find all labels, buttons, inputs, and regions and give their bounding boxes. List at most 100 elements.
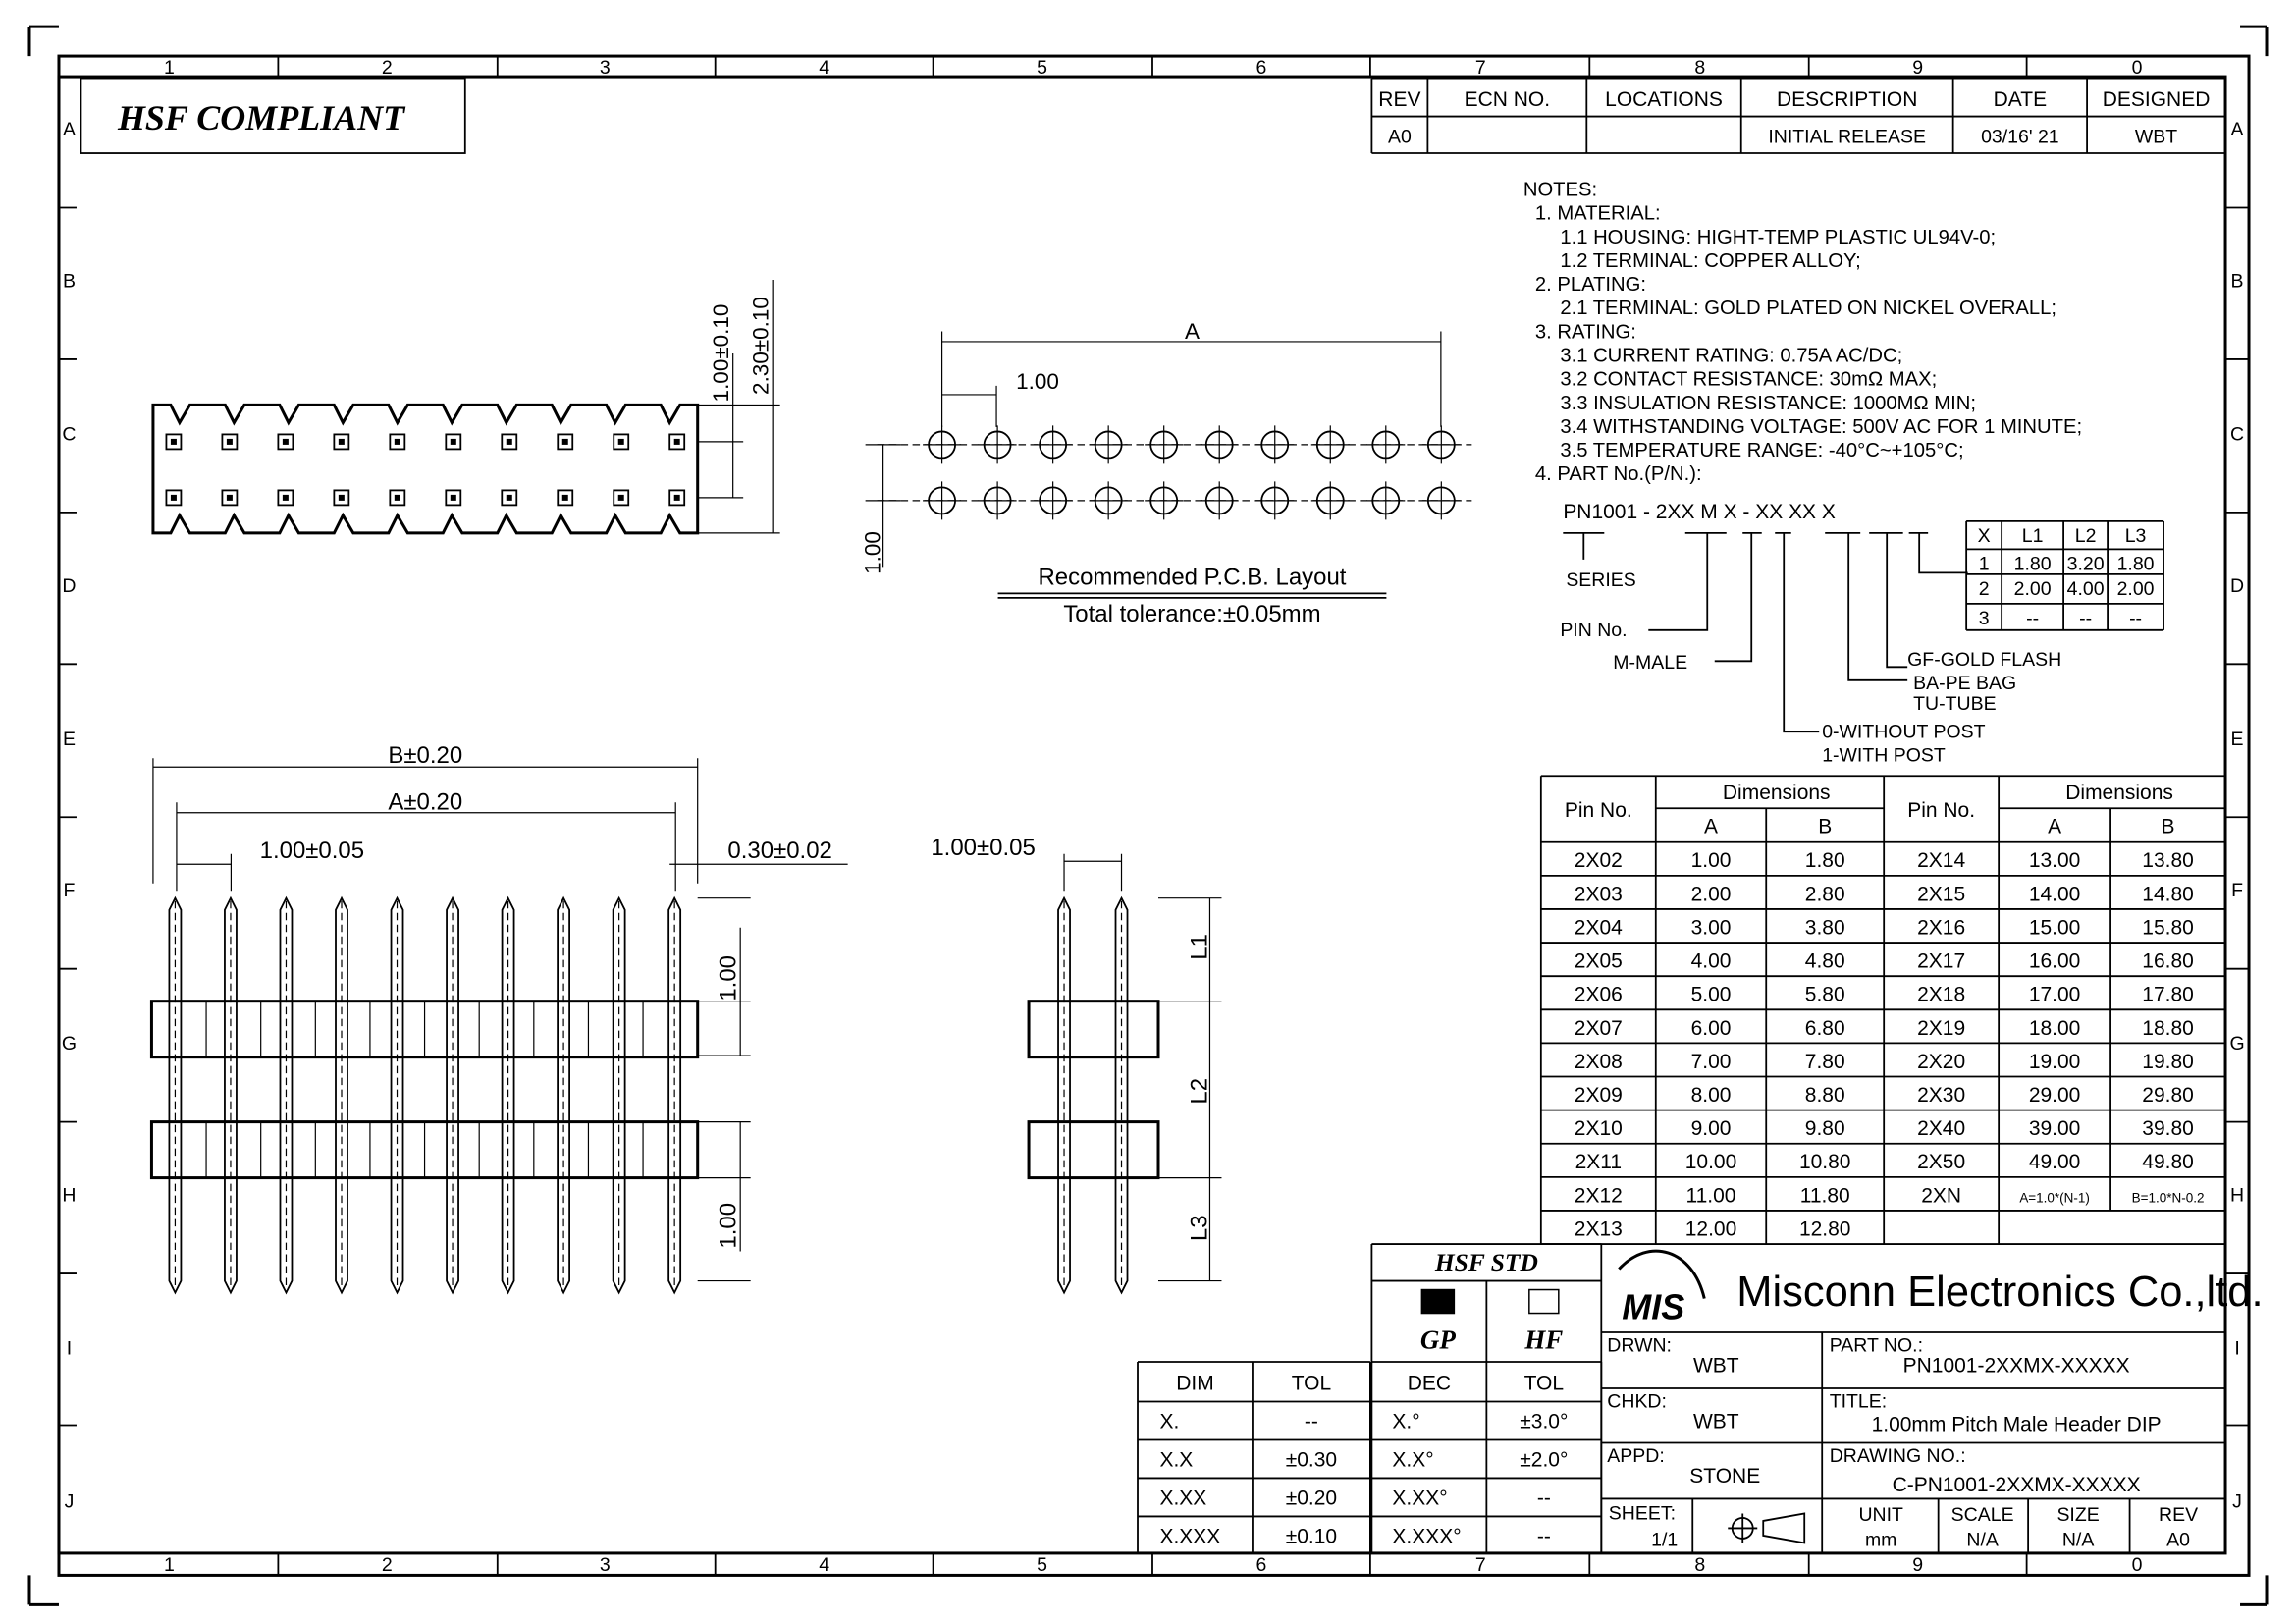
note-line: 3.3 INSULATION RESISTANCE: 1000MΩ MIN; bbox=[1560, 393, 1976, 414]
dimension-text: 2.30±0.10 bbox=[749, 297, 774, 395]
dimension-table-cell: 14.80 bbox=[2142, 883, 2194, 905]
note-line: 3.1 CURRENT RATING: 0.75A AC/DC; bbox=[1560, 345, 1902, 366]
housing-body bbox=[1027, 1120, 1160, 1180]
dimension-table-cell: 2X04 bbox=[1575, 916, 1623, 939]
dimension-table-cell: 11.00 bbox=[1686, 1184, 1736, 1207]
note-line: 3. RATING: bbox=[1535, 321, 1636, 343]
dimension-table-cell: 14.00 bbox=[2029, 883, 2081, 905]
revision-header: DESCRIPTION bbox=[1777, 88, 1917, 111]
zone-row-label: A bbox=[63, 119, 76, 140]
length-table-cell: 2.00 bbox=[2014, 578, 2052, 600]
pin-core bbox=[170, 438, 177, 445]
pcb-caption: Recommended P.C.B. Layout bbox=[1038, 564, 1346, 590]
pin bbox=[390, 895, 404, 1295]
zone-column-label: 4 bbox=[819, 57, 829, 79]
zone-row-label: G bbox=[2229, 1033, 2244, 1055]
dimension-table-cell: 16.80 bbox=[2142, 950, 2194, 973]
notes: NOTES:1. MATERIAL:1.1 HOUSING: HIGHT-TEM… bbox=[1523, 180, 2082, 486]
dimension-text: B±0.20 bbox=[388, 742, 462, 769]
dimension-table-cell: 4.80 bbox=[1805, 950, 1845, 973]
pin-core bbox=[506, 438, 512, 445]
zone-row-label: E bbox=[2231, 729, 2244, 750]
zone-row-label: H bbox=[2230, 1185, 2244, 1207]
zone-row-label: C bbox=[62, 423, 76, 445]
dimension-text: 1.00±0.05 bbox=[260, 838, 364, 864]
tolerance-cell: X.XXX bbox=[1159, 1525, 1220, 1547]
zone-column-label: 7 bbox=[1475, 1554, 1486, 1576]
pin bbox=[667, 895, 682, 1295]
zone-column-label: 6 bbox=[1256, 1554, 1267, 1576]
zone-row-label: F bbox=[2231, 880, 2243, 901]
revision-header: DATE bbox=[1994, 88, 2047, 111]
pin-core bbox=[282, 438, 289, 445]
length-table-cell: -- bbox=[2026, 608, 2039, 629]
dimension-table-cell: 16.00 bbox=[2029, 950, 2081, 973]
zone-row-label: I bbox=[67, 1338, 72, 1360]
with-post-label: 1-WITH POST bbox=[1822, 744, 1946, 766]
revision-cell: WBT bbox=[2135, 127, 2177, 148]
pin bbox=[224, 895, 238, 1295]
tolerance-header: DEC bbox=[1408, 1372, 1451, 1394]
dimension-table-cell: 13.00 bbox=[2029, 849, 2081, 872]
pin bbox=[1114, 895, 1129, 1295]
housing-body bbox=[1027, 1000, 1160, 1059]
pin-square bbox=[333, 489, 350, 507]
gp-label: GP bbox=[1420, 1326, 1456, 1355]
dimension-table-cell: 49.00 bbox=[2029, 1151, 2081, 1173]
length-table-cell: 1 bbox=[1979, 553, 1990, 574]
rev-label: REV bbox=[2159, 1504, 2198, 1526]
sheet-value: 1/1 bbox=[1651, 1529, 1678, 1550]
zone-row-label: B bbox=[2231, 270, 2244, 292]
size-value: N/A bbox=[2062, 1529, 2094, 1550]
sheet-label: SHEET: bbox=[1609, 1502, 1676, 1524]
dimension-table-cell: 2X15 bbox=[1917, 883, 1965, 905]
pin-core bbox=[506, 494, 512, 501]
zone-column-label: 9 bbox=[1912, 57, 1923, 79]
pin-square bbox=[557, 433, 574, 451]
zone-column-label: 0 bbox=[2132, 1554, 2143, 1576]
tolerance-cell: -- bbox=[1537, 1525, 1551, 1547]
scale-label: SCALE bbox=[1951, 1504, 2014, 1526]
dimension-table-cell: 29.80 bbox=[2142, 1084, 2194, 1107]
dimension-lines bbox=[697, 279, 780, 534]
pin-square bbox=[501, 489, 518, 507]
tolerance-header: TOL bbox=[1292, 1372, 1331, 1394]
dimension-table-header: Pin No. bbox=[1565, 799, 1632, 822]
dimension-table-cell: 17.00 bbox=[2029, 984, 2081, 1006]
length-table-cell: 3 bbox=[1979, 608, 1990, 629]
dimension-table-cell: 2X14 bbox=[1917, 849, 1965, 872]
revision-header: ECN NO. bbox=[1465, 88, 1550, 111]
pin-core bbox=[450, 438, 456, 445]
dimension-table-cell: 6.00 bbox=[1691, 1017, 1732, 1040]
pin-square bbox=[389, 433, 406, 451]
zone-row-label: J bbox=[2232, 1490, 2242, 1512]
dimension-table-cell: 2X13 bbox=[1575, 1218, 1623, 1240]
dimension-table-header: Dimensions bbox=[1723, 782, 1831, 804]
note-line: 3.5 TEMPERATURE RANGE: -40°C~+105°C; bbox=[1560, 440, 1963, 461]
note-line: 4. PART No.(P/N.): bbox=[1535, 463, 1702, 485]
revision-table-grid bbox=[1370, 77, 2226, 154]
dimension-table-cell: 2X11 bbox=[1575, 1151, 1622, 1173]
pin-square bbox=[165, 433, 183, 451]
pin-square bbox=[557, 489, 574, 507]
pin-core bbox=[673, 494, 680, 501]
zone-column-label: 9 bbox=[1912, 1554, 1923, 1576]
note-line: 2.1 TERMINAL: GOLD PLATED ON NICKEL OVER… bbox=[1560, 298, 2056, 319]
zone-row-label: B bbox=[63, 270, 76, 292]
pin-no-label: PIN No. bbox=[1560, 620, 1627, 641]
size-label: SIZE bbox=[2056, 1504, 2099, 1526]
pin-core bbox=[226, 494, 233, 501]
dimension-table-subheader: A bbox=[2048, 816, 2061, 839]
dimension-table-cell: 2X18 bbox=[1917, 984, 1965, 1006]
dimension-table-cell: 11.80 bbox=[1800, 1184, 1850, 1207]
drawing-value: C-PN1001-2XXMX-XXXXX bbox=[1893, 1474, 2141, 1496]
tolerance-cell: ±3.0° bbox=[1520, 1410, 1568, 1433]
title-block-grid bbox=[1600, 1244, 2226, 1553]
length-table-cell: -- bbox=[2079, 608, 2092, 629]
tolerance-cell: ±0.20 bbox=[1286, 1487, 1337, 1509]
dimension-table-cell: 49.80 bbox=[2142, 1151, 2194, 1173]
dimension-table-cell: 39.80 bbox=[2142, 1117, 2194, 1140]
